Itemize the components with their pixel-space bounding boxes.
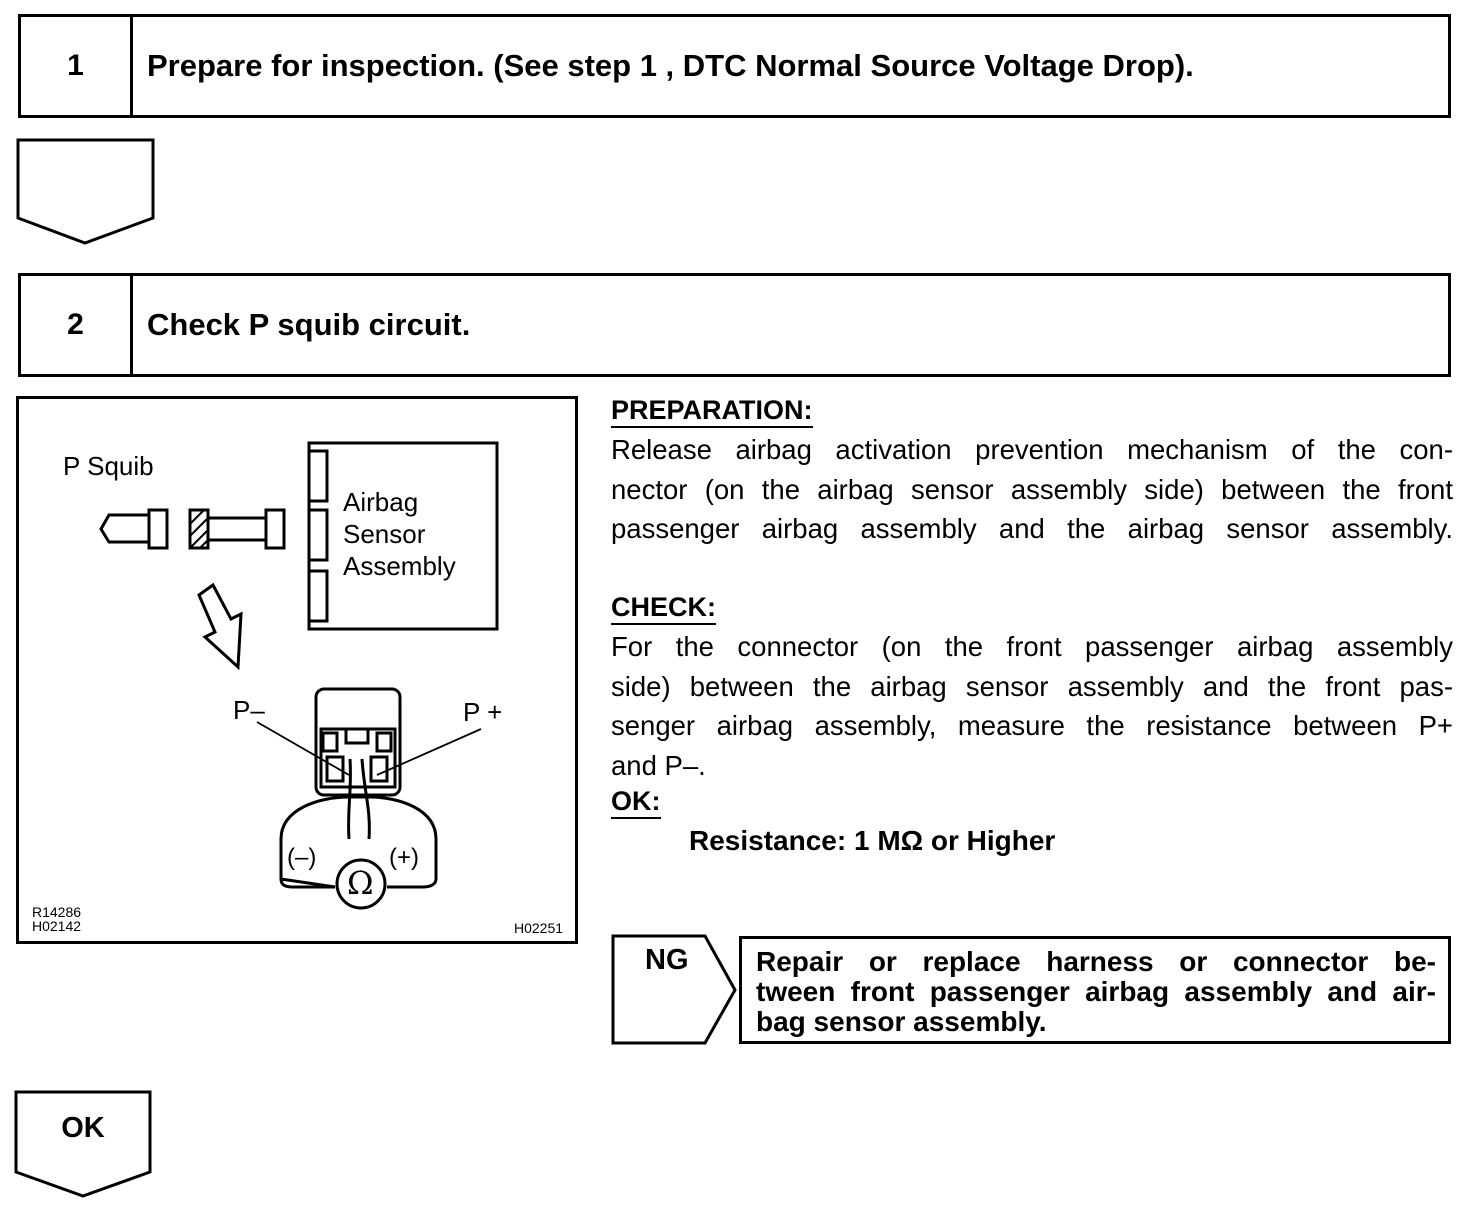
sensor-assembly-label: Airbag Sensor Assembly xyxy=(343,486,456,582)
ok-spec-value: Resistance: 1 MΩ or Higher xyxy=(689,825,1056,856)
step-1-box: 1 Prepare for inspection. (See step 1 , … xyxy=(18,14,1451,118)
step-1-number: 1 xyxy=(21,17,133,115)
preparation-line-3: passenger airbag assembly and the airbag… xyxy=(611,513,1453,544)
flow-down-arrow-1 xyxy=(16,138,155,245)
preparation-section: PREPARATION: Release airbag activation p… xyxy=(611,394,1453,549)
ref-code-2: H02142 xyxy=(32,918,82,934)
ng-action-line-2: tween front passenger airbag assembly an… xyxy=(756,976,1436,1007)
check-line-1: For the connector (on the front passenge… xyxy=(611,631,1453,662)
check-heading: CHECK: xyxy=(611,591,716,625)
ohm-meter-icon: Ω xyxy=(347,864,374,902)
ng-action-line-3: bag sensor assembly. xyxy=(756,1006,1047,1037)
preparation-line-1: Release airbag activation prevention mec… xyxy=(611,434,1453,465)
p-minus-label: P– xyxy=(233,695,265,725)
preparation-text: Release airbag activation prevention mec… xyxy=(611,430,1453,549)
step-2-number: 2 xyxy=(21,276,133,374)
connector-diagram: P Squib Airbag Sensor Assembly P– P + (–… xyxy=(16,396,578,944)
check-line-2: side) between the airbag sensor assembly… xyxy=(611,670,1453,702)
step-2-box: 2 Check P squib circuit. xyxy=(18,273,1451,377)
ng-label: NG xyxy=(645,944,689,976)
sensor-label-line-2: Sensor xyxy=(343,519,426,549)
ok-down-arrow xyxy=(14,1090,152,1198)
meter-minus-label: (–) xyxy=(287,844,317,871)
step-1-title: Prepare for inspection. (See step 1 , DT… xyxy=(147,48,1194,83)
ok-spec-heading: OK: xyxy=(611,785,661,819)
ng-action-line-1: Repair or replace harness or connector b… xyxy=(756,946,1436,977)
check-line-3: senger airbag assembly, measure the resi… xyxy=(611,710,1453,741)
meter-plus-label: (+) xyxy=(389,844,419,871)
ref-codes-left: R14286 H02142 xyxy=(32,905,81,933)
sensor-label-line-3: Assembly xyxy=(343,551,456,581)
preparation-line-2: nector (on the airbag sensor assembly si… xyxy=(611,473,1453,505)
ref-code-right: H02251 xyxy=(514,920,564,936)
ng-arrow xyxy=(611,934,737,1045)
ng-action-box: Repair or replace harness or connector b… xyxy=(739,936,1451,1044)
step-2-title: Check P squib circuit. xyxy=(147,307,471,342)
p-squib-label: P Squib xyxy=(63,451,154,481)
p-plus-label: P + xyxy=(463,697,503,727)
check-line-4: and P–. xyxy=(611,749,706,781)
ref-code-1: R14286 xyxy=(32,904,82,920)
check-section: CHECK: For the connector (on the front p… xyxy=(611,591,1453,857)
check-text: For the connector (on the front passenge… xyxy=(611,627,1453,785)
preparation-heading: PREPARATION: xyxy=(611,394,813,428)
sensor-label-line-1: Airbag xyxy=(343,487,419,517)
connector-diagram-art xyxy=(99,441,499,910)
ok-label: OK xyxy=(61,1112,105,1144)
